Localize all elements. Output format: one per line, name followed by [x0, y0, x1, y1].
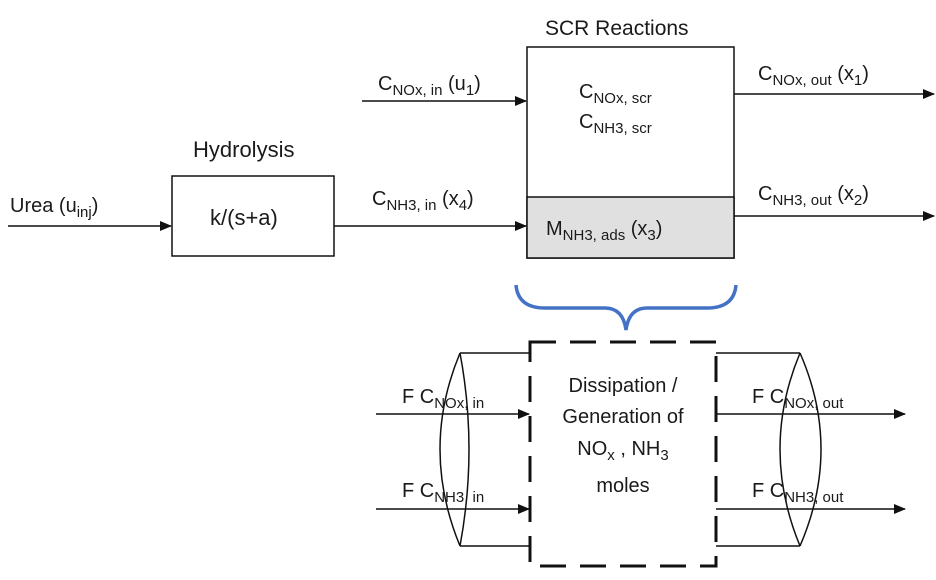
f-nh3-out-label: F CNH3, out	[752, 480, 844, 506]
dissipation-line-1: Dissipation /	[569, 375, 678, 397]
f-nh3-in-label: F CNH3, in	[402, 480, 484, 506]
c-nox-out-label: CNOx, out (x1)	[758, 63, 869, 89]
c-nh3-scr-label: CNH3, scr	[579, 111, 652, 137]
dissipation-line-2: Generation of	[562, 406, 684, 428]
c-nh3-out-label: CNH3, out (x2)	[758, 183, 869, 209]
cylinder-left-front-arc	[459, 352, 470, 547]
dissipation-line-3: NOx , NH3	[577, 438, 668, 464]
dissipation-line-4: moles	[596, 475, 649, 497]
c-nox-scr-label: CNOx, scr	[579, 81, 652, 107]
curly-brace-icon	[514, 284, 738, 331]
hydrolysis-block	[171, 175, 335, 257]
cylinder-right-front-arc	[799, 352, 822, 547]
dashed-control-volume	[528, 340, 718, 568]
hydrolysis-title: Hydrolysis	[193, 137, 294, 162]
m-nh3-ads-label: MNH3, ads (x3)	[546, 218, 662, 244]
f-nox-in-label: F CNOx, in	[402, 386, 484, 412]
c-nh3-in-label: CNH3, in (x4)	[372, 188, 474, 214]
cylinder-right-back-arc	[779, 352, 801, 547]
scr-reactions-title: SCR Reactions	[545, 17, 689, 40]
urea-label: Urea (uinj)	[10, 195, 98, 221]
adsorbed-nh3-section	[526, 196, 735, 259]
f-nox-out-label: F CNOx, out	[752, 386, 844, 412]
c-nox-in-label: CNOx, in (u1)	[378, 73, 481, 99]
hydrolysis-transfer-function: k/(s+a)	[210, 205, 278, 230]
cylinder-left-back-arc	[439, 352, 461, 547]
